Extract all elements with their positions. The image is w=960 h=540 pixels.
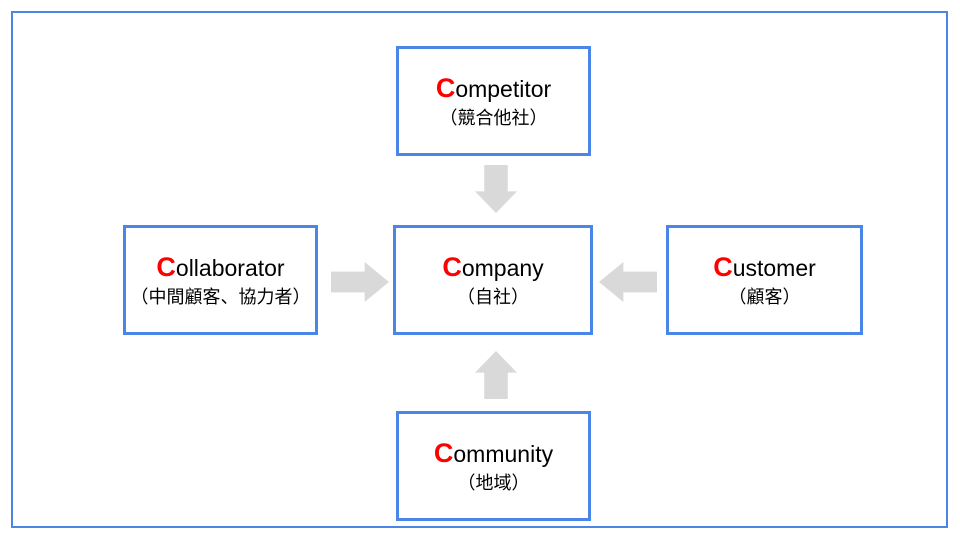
title-rest: ustomer bbox=[732, 254, 816, 281]
concept-title-competitor: Competitor bbox=[436, 73, 551, 103]
concept-subtitle-company: （自社） bbox=[457, 286, 529, 307]
concept-box-community[interactable]: Community （地域） bbox=[396, 411, 591, 521]
title-rest: ommunity bbox=[453, 440, 554, 467]
concept-title-company: Company bbox=[442, 252, 543, 282]
arrow-down-icon bbox=[475, 165, 517, 213]
concept-box-customer[interactable]: Customer （顧客） bbox=[666, 225, 863, 335]
concept-subtitle-customer: （顧客） bbox=[728, 286, 801, 307]
concept-subtitle-competitor: （競合他社） bbox=[439, 107, 548, 128]
title-rest: ompany bbox=[461, 254, 544, 281]
concept-box-competitor[interactable]: Competitor （競合他社） bbox=[396, 46, 591, 156]
title-rest: ompetitor bbox=[455, 75, 552, 102]
arrow-right-icon bbox=[331, 262, 389, 302]
concept-title-customer: Customer bbox=[713, 252, 816, 282]
concept-subtitle-collaborator: （中間顧客、協力者） bbox=[130, 286, 311, 307]
accent-letter: C bbox=[435, 72, 456, 103]
accent-letter: C bbox=[442, 251, 462, 282]
concept-title-community: Community bbox=[434, 438, 553, 468]
accent-letter: C bbox=[156, 251, 176, 282]
concept-box-company[interactable]: Company （自社） bbox=[393, 225, 593, 335]
slide-border-frame: Competitor （競合他社） Collaborator （中間顧客、協力者… bbox=[11, 11, 948, 528]
concept-subtitle-community: （地域） bbox=[457, 472, 530, 493]
concept-title-collaborator: Collaborator bbox=[156, 252, 284, 282]
arrow-up-icon bbox=[475, 351, 517, 399]
title-rest: ollaborator bbox=[175, 254, 285, 281]
accent-letter: C bbox=[433, 437, 454, 468]
accent-letter: C bbox=[713, 251, 733, 282]
arrow-left-icon bbox=[599, 262, 657, 302]
concept-box-collaborator[interactable]: Collaborator （中間顧客、協力者） bbox=[123, 225, 318, 335]
